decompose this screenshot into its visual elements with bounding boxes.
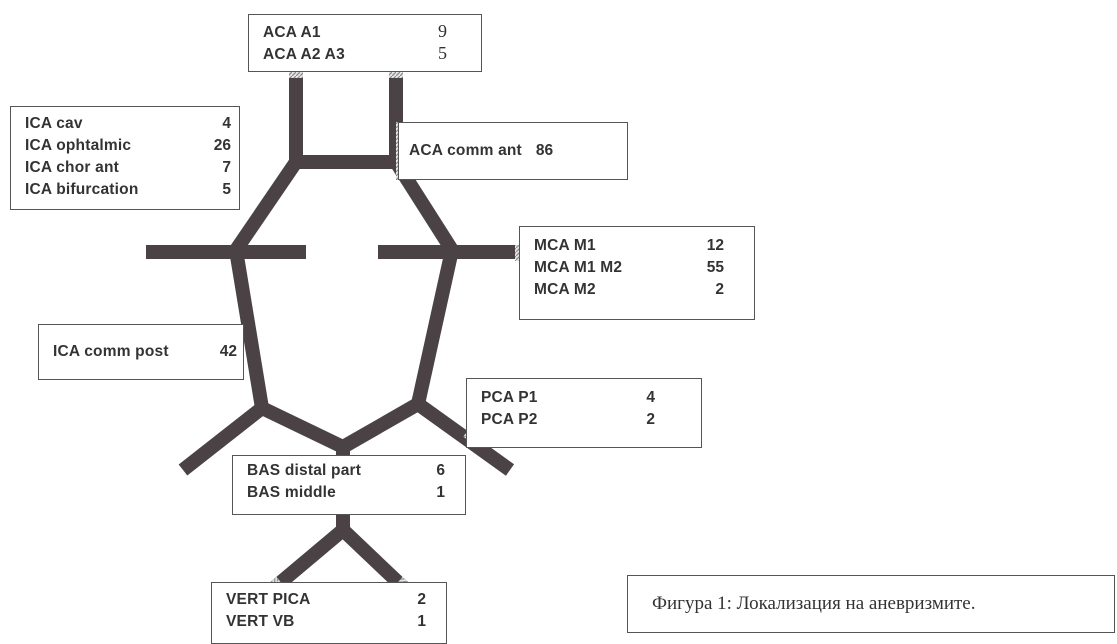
figure-caption: Фигура 1: Локализация на аневризмите. [652,593,976,615]
label-row: ACA A1 9 [263,21,471,43]
label-count: 86 [522,142,553,160]
figure-caption-box: Фигура 1: Локализация на аневризмите. [627,575,1115,633]
label-name: ACA A1 [263,24,321,42]
label-box-aca: ACA A1 9 ACA A2 A3 5 [248,14,482,72]
label-count: 26 [206,137,231,155]
label-name: MCA M1 [534,237,596,255]
vessel-pcomm-left [262,408,343,447]
vessel-vert-right [343,530,404,588]
label-count: 55 [699,259,724,277]
label-count: 4 [214,115,231,133]
label-row: BAS middle 1 [247,484,445,506]
label-count: 4 [638,389,655,407]
label-row: BAS distal part 6 [247,462,445,484]
label-box-bas: BAS distal part 6 BAS middle 1 [232,455,466,515]
label-box-ica-comm-post: ICA comm post 42 [38,324,244,380]
label-row: PCA P2 2 [481,411,655,433]
label-count: 2 [638,411,655,429]
label-count: 5 [430,43,471,64]
label-name: MCA M1 M2 [534,259,622,277]
label-row: MCA M2 2 [534,281,724,303]
label-count: 7 [214,159,231,177]
label-box-mca: MCA M1 12 MCA M1 M2 55 MCA M2 2 [519,226,755,320]
label-name: MCA M2 [534,281,596,299]
vessel-vert-left [274,530,343,588]
label-count: 9 [430,21,471,42]
label-name: ICA ophtalmic [25,137,131,155]
label-row: ICA bifurcation 5 [25,181,231,203]
label-box-pca: PCA P1 4 PCA P2 2 [466,378,702,448]
label-name: PCA P2 [481,411,538,429]
label-name: VERT PICA [226,591,310,609]
vessel-right-circle-lower [418,250,452,404]
label-name: ACA comm ant [409,142,522,160]
vessel-left-circle-upper [236,162,296,250]
label-row: ICA comm post 42 [53,343,237,361]
label-count: 42 [212,343,237,361]
label-row: ICA chor ant 7 [25,159,231,181]
label-count: 2 [707,281,724,299]
label-row: VERT VB 1 [226,613,426,635]
label-row: ACA A2 A3 5 [263,43,471,65]
label-name: BAS distal part [247,462,361,480]
label-count: 6 [428,462,445,480]
label-name: ICA comm post [53,343,169,361]
label-name: BAS middle [247,484,336,502]
label-name: ICA cav [25,115,83,133]
label-row: ICA ophtalmic 26 [25,137,231,159]
label-row: VERT PICA 2 [226,591,426,613]
label-name: VERT VB [226,613,295,631]
label-row: MCA M1 M2 55 [534,259,724,281]
label-name: PCA P1 [481,389,538,407]
label-box-vert: VERT PICA 2 VERT VB 1 [211,582,447,644]
label-name: ACA A2 A3 [263,46,345,64]
label-name: ICA chor ant [25,159,119,177]
label-row: MCA M1 12 [534,237,724,259]
vessel-pcomm-right [343,404,418,447]
label-name: ICA bifurcation [25,181,139,199]
label-row: PCA P1 4 [481,389,655,411]
label-box-ica: ICA cav 4 ICA ophtalmic 26 ICA chor ant 7 I… [10,106,240,210]
label-count: 2 [409,591,426,609]
label-count: 5 [214,181,231,199]
label-count: 1 [428,484,445,502]
label-count: 12 [699,237,724,255]
label-row: ICA cav 4 [25,115,231,137]
label-count: 1 [409,613,426,631]
